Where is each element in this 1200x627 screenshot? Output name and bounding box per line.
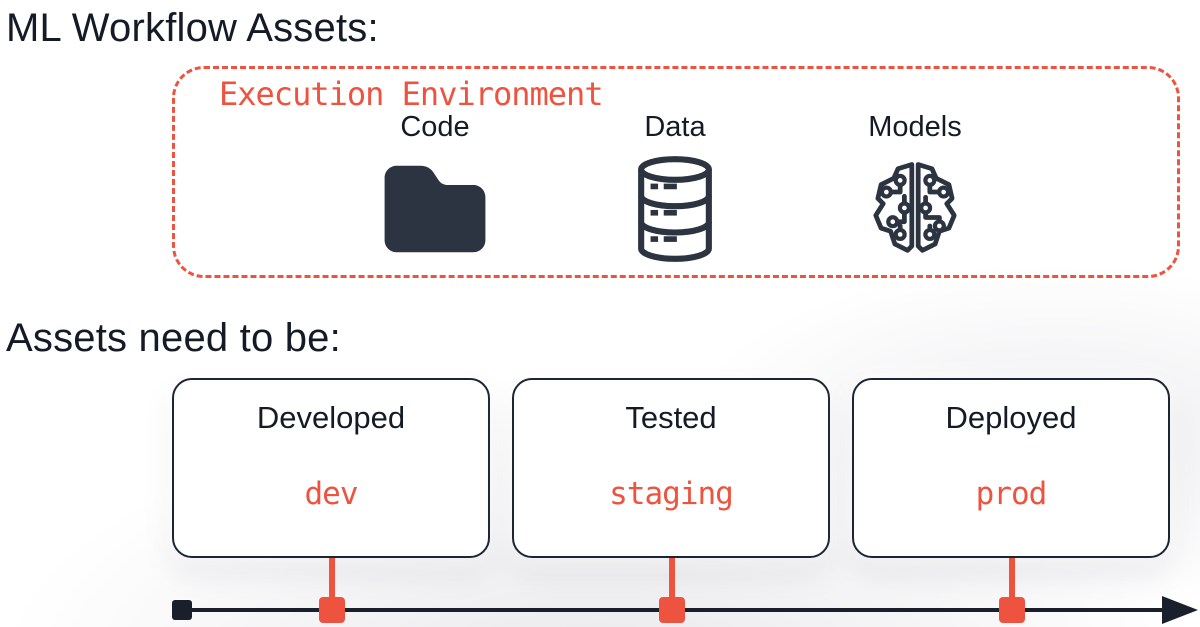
timeline-marker-dev — [319, 597, 345, 623]
stage-connector-prod — [1009, 558, 1015, 604]
asset-data: Data — [595, 111, 755, 265]
execution-environment-box: Execution Environment Code Data — [172, 66, 1180, 278]
timeline-marker-staging — [659, 597, 685, 623]
stage-connector-dev — [329, 558, 335, 604]
stage-connector-staging — [669, 558, 675, 604]
asset-models-label: Models — [868, 111, 962, 143]
execution-environment-label: Execution Environment — [219, 75, 604, 113]
stage-environment: staging — [609, 476, 734, 512]
stage-box-tested: Tested staging — [512, 378, 830, 558]
stage-label: Tested — [625, 400, 717, 435]
database-icon — [628, 153, 722, 265]
asset-code: Code — [355, 111, 515, 265]
stage-box-developed: Developed dev — [172, 378, 490, 558]
stage-label: Deployed — [945, 400, 1077, 435]
asset-code-label: Code — [400, 111, 470, 143]
stage-box-deployed: Deployed prod — [852, 378, 1170, 558]
folder-icon — [374, 153, 496, 265]
asset-models: Models — [835, 111, 995, 265]
section-subtitle: Assets need to be: — [6, 316, 341, 360]
page-title: ML Workflow Assets: — [6, 6, 379, 50]
timeline-marker-prod — [999, 597, 1025, 623]
timeline-start-marker — [172, 600, 192, 620]
brain-circuit-icon — [862, 153, 968, 265]
stage-label: Developed — [256, 400, 406, 435]
stage-environment: prod — [975, 476, 1048, 512]
asset-data-label: Data — [644, 111, 706, 143]
timeline-arrowhead-icon — [1162, 596, 1198, 624]
stage-environment: dev — [304, 476, 359, 512]
